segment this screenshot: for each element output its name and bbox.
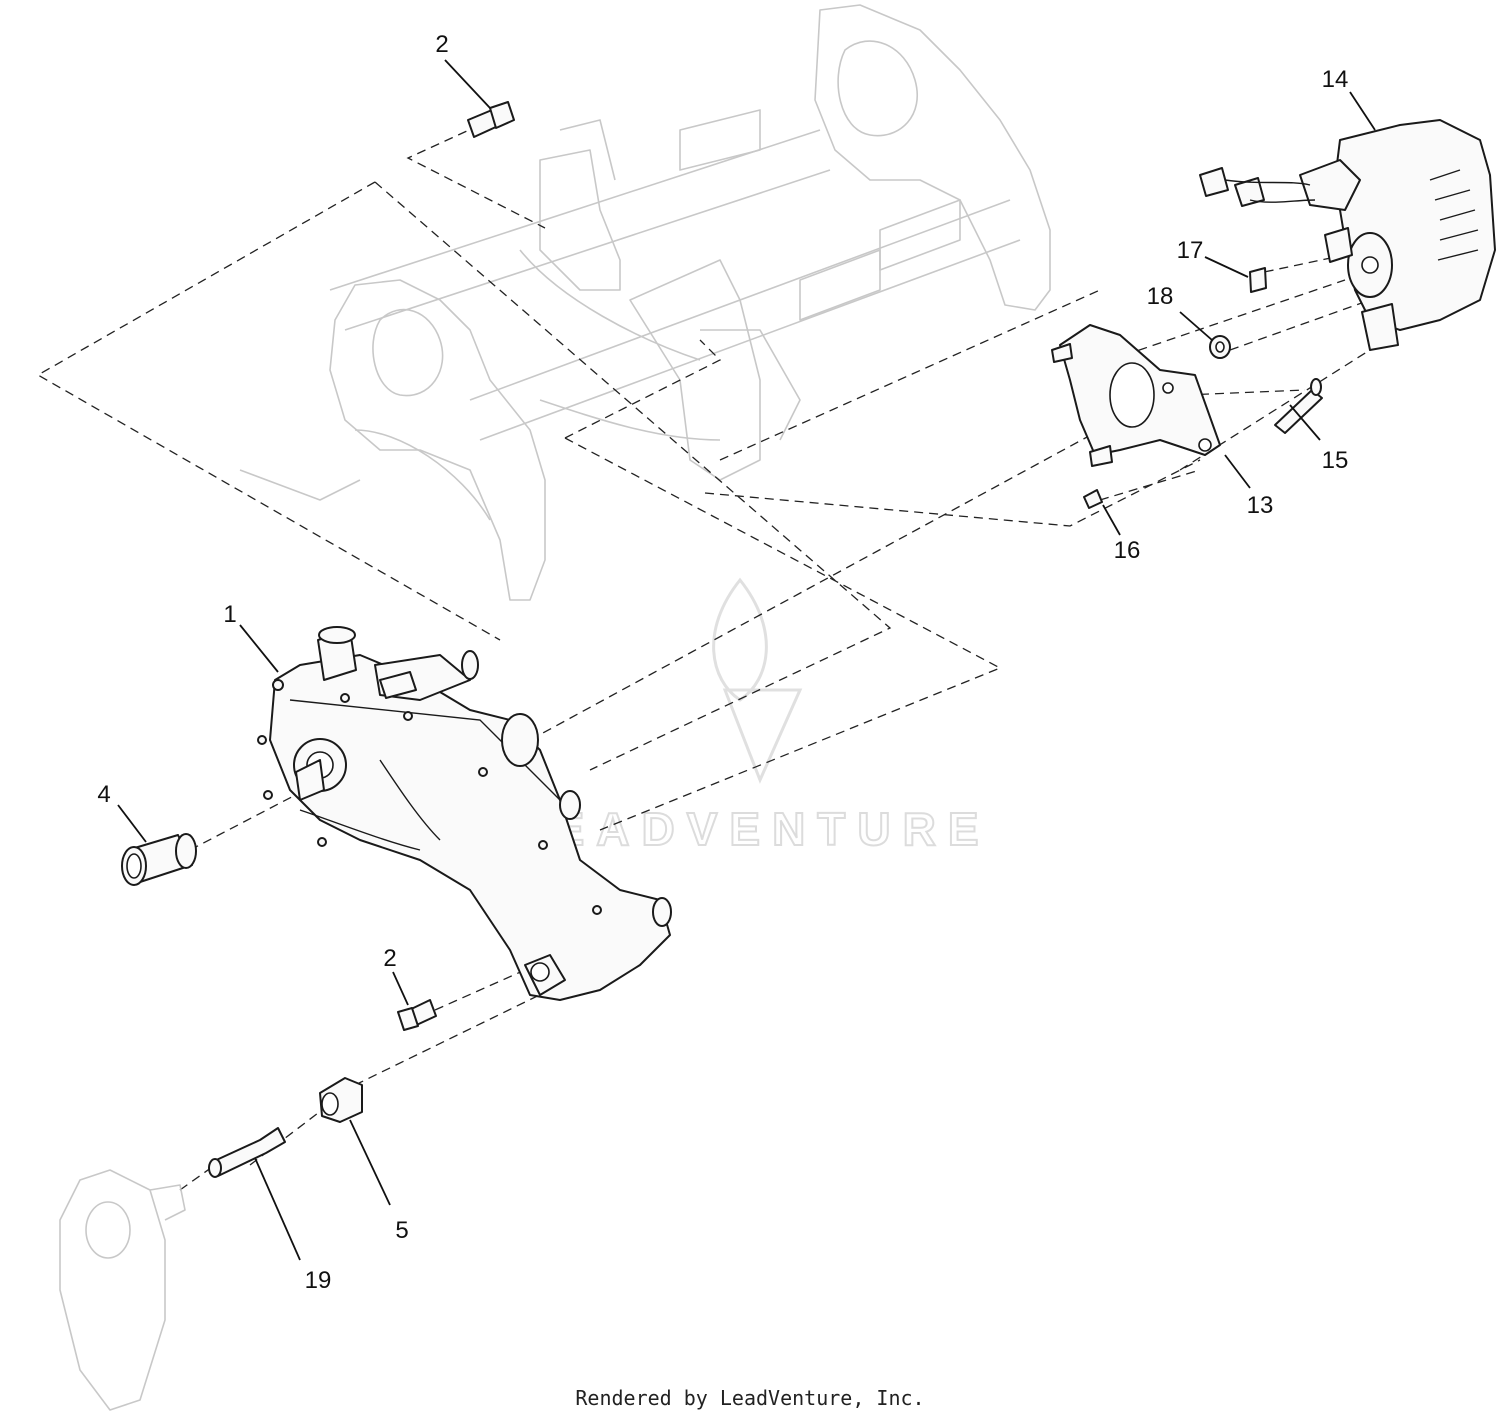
- callout-17[interactable]: 17: [1177, 237, 1204, 264]
- callouts: 2 1 4 2 5 19 13 14 15 16 17 18: [97, 31, 1348, 1294]
- callout-2-lower[interactable]: 2: [383, 945, 396, 972]
- callout-4[interactable]: 4: [97, 781, 110, 808]
- callout-5[interactable]: 5: [395, 1217, 408, 1244]
- electric-motor[interactable]: [1199, 119, 1496, 351]
- leadventure-watermark: LEADVENTURE: [512, 577, 990, 856]
- coupler-sleeve[interactable]: [121, 833, 197, 886]
- callout-19[interactable]: 19: [305, 1267, 332, 1294]
- bolt-lower[interactable]: [397, 999, 437, 1031]
- bolt-top[interactable]: [467, 101, 515, 138]
- alignment-lines: [36, 124, 1371, 1191]
- motor-bracket[interactable]: [1051, 324, 1221, 467]
- frame-ghost: [239, 4, 1051, 601]
- washer[interactable]: [1209, 335, 1231, 359]
- wheel-motor-ghost: [59, 1169, 186, 1411]
- leader-lines: [117, 59, 1376, 1261]
- gearbox-assembly[interactable]: [257, 626, 672, 1001]
- collar[interactable]: [319, 1077, 363, 1123]
- callout-16[interactable]: 16: [1114, 537, 1141, 564]
- drive-shaft[interactable]: [208, 1127, 286, 1178]
- callout-2-top[interactable]: 2: [435, 31, 448, 58]
- callout-15[interactable]: 15: [1322, 447, 1349, 474]
- watermark-brand: LEADVENTURE: [513, 803, 990, 855]
- rendered-by-footer: Rendered by LeadVenture, Inc.: [575, 1386, 925, 1410]
- flame-logo-icon: [712, 577, 803, 784]
- callout-1[interactable]: 1: [223, 601, 236, 628]
- callout-18[interactable]: 18: [1147, 283, 1174, 310]
- callout-13[interactable]: 13: [1247, 492, 1274, 519]
- callout-14[interactable]: 14: [1322, 66, 1349, 93]
- bolt-long[interactable]: [1274, 378, 1323, 434]
- key[interactable]: [1249, 267, 1267, 293]
- cap-screw[interactable]: [1083, 489, 1103, 509]
